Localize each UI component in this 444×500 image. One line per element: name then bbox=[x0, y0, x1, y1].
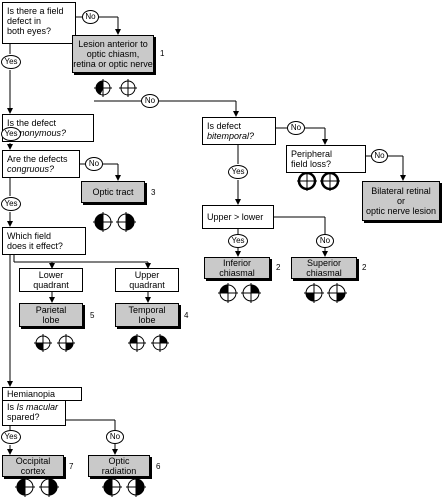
answer-yes-q6: Yes bbox=[228, 165, 248, 179]
answer-no-q5: No bbox=[106, 430, 124, 444]
answer-no-q3: No bbox=[85, 157, 103, 171]
number-superior-chiasmal: 2 bbox=[362, 263, 367, 272]
step-upper-greater-lower: Upper > lower bbox=[202, 205, 274, 229]
result-occipital-cortex: Occipital cortex bbox=[2, 455, 64, 477]
answer-yes-q2: Yes bbox=[1, 127, 21, 141]
step-lower-quadrant: Lower quadrant bbox=[19, 268, 83, 292]
answer-no-upper-lower: No bbox=[316, 234, 334, 248]
result-bilateral-retinal: Bilateral retinal or optic nerve lesion bbox=[362, 181, 440, 221]
answer-no-q7: No bbox=[371, 149, 388, 163]
field-icon-peripheral-loss bbox=[297, 171, 340, 191]
number-lesion-anterior: 1 bbox=[160, 49, 165, 58]
field-icon-superior-chiasmal bbox=[304, 283, 347, 303]
answer-no-q2: No bbox=[141, 94, 159, 108]
result-lesion-anterior: Lesion anterior to optic chiasm, retina … bbox=[72, 35, 154, 73]
field-icon-occipital bbox=[15, 477, 59, 497]
question-field-defect-both-eyes: Is there a field defect in both eyes? bbox=[2, 2, 76, 44]
result-optic-radiation: Optic radiation bbox=[88, 455, 150, 477]
result-parietal-lobe: Parietal lobe bbox=[19, 303, 83, 327]
question-congruous: Are the defects congruous? bbox=[2, 150, 80, 178]
answer-yes-q1: Yes bbox=[1, 55, 21, 69]
number-temporal-lobe: 4 bbox=[184, 311, 189, 320]
answer-yes-q5: Yes bbox=[1, 430, 21, 444]
question-which-field: Which field does it effect? bbox=[2, 227, 86, 255]
result-superior-chiasmal: Superior chiasmal bbox=[291, 257, 357, 279]
number-occipital-cortex: 7 bbox=[69, 462, 74, 471]
number-optic-radiation: 6 bbox=[156, 462, 161, 471]
answer-yes-upper-lower: Yes bbox=[228, 234, 248, 248]
number-optic-tract: 3 bbox=[151, 188, 156, 197]
result-temporal-lobe: Temporal lobe bbox=[115, 303, 179, 327]
field-icon-optic-tract bbox=[93, 212, 136, 232]
answer-no-q6: No bbox=[287, 121, 305, 135]
step-upper-quadrant: Upper quadrant bbox=[115, 268, 179, 292]
number-parietal-lobe: 5 bbox=[90, 311, 95, 320]
answer-no-q1: No bbox=[82, 10, 99, 24]
answer-yes-q3: Yes bbox=[1, 197, 21, 211]
field-icon-inferior-chiasmal bbox=[218, 283, 261, 303]
number-inferior-chiasmal: 2 bbox=[276, 263, 281, 272]
field-icon-lesion-anterior bbox=[94, 79, 137, 97]
result-inferior-chiasmal: Inferior chiasmal bbox=[204, 257, 270, 279]
field-icon-parietal bbox=[34, 334, 75, 352]
question-peripheral-field-loss: Peripheral field loss? bbox=[286, 145, 366, 173]
field-icon-optic-radiation bbox=[102, 477, 146, 497]
step-hemianopia: Hemianopia bbox=[2, 387, 82, 401]
question-bitemporal: Is defect bitemporal? bbox=[202, 117, 276, 145]
question-macular-spared: Is Is macular spared? bbox=[2, 398, 66, 426]
result-optic-tract: Optic tract bbox=[81, 181, 145, 203]
field-icon-temporal bbox=[128, 334, 169, 352]
